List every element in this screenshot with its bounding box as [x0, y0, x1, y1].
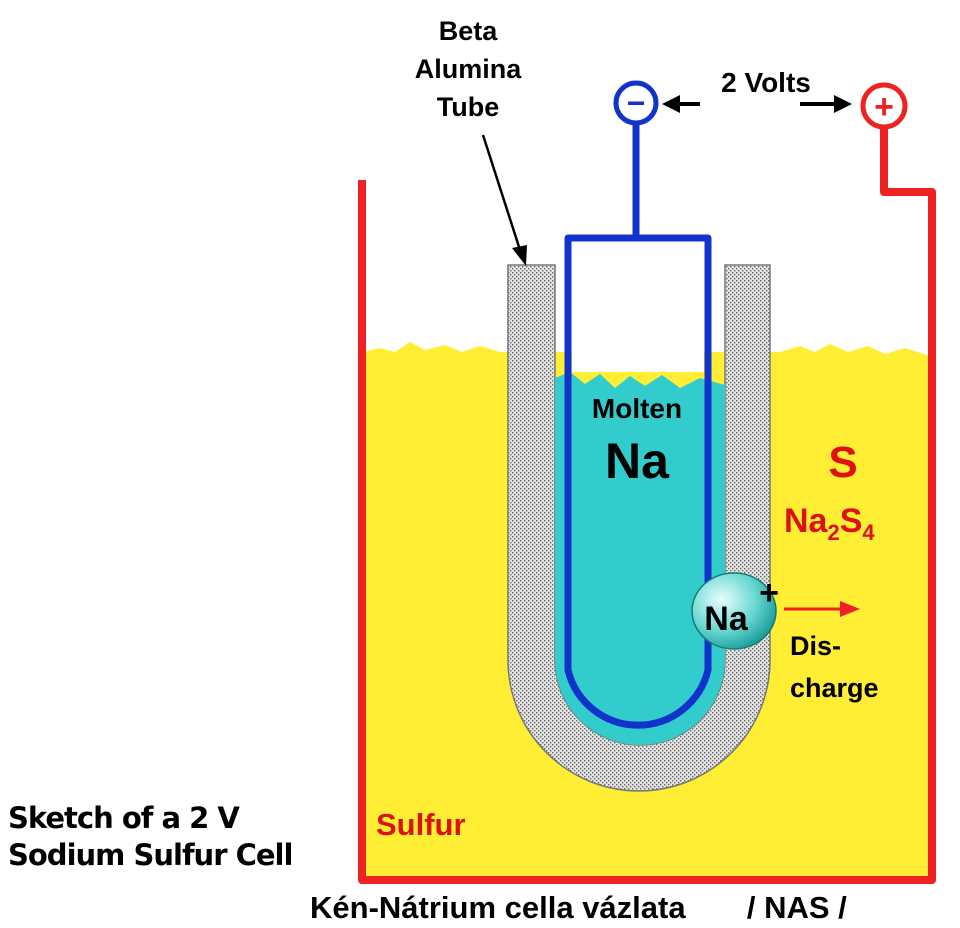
beta-label-line3: Tube [437, 92, 500, 122]
discharge-label-line2: charge [790, 673, 879, 703]
beta-pointer-line [481, 134, 522, 251]
polysulfide-formula: Na2S4 [784, 502, 875, 545]
diagram-caption: Sketch of a 2 V Sodium Sulfur Cell [8, 800, 293, 874]
polysulfide-sub1: 2 [827, 520, 839, 545]
voltage-label: 2 Volts [721, 67, 811, 98]
footer-nas-tag: / NAS / [746, 890, 847, 925]
discharge-label-line1: Dis- [790, 631, 841, 661]
negative-terminal-sign: − [627, 85, 646, 121]
sodium-ion-label: Na [704, 600, 749, 638]
cell-container [358, 128, 936, 884]
footer-hungarian-title: Kén-Nátrium cella vázlata [310, 890, 686, 925]
polysulfide-sub2: 4 [862, 520, 875, 545]
caption-line1: Sketch of a 2 V [8, 801, 240, 835]
molten-na-label: Na [605, 433, 670, 489]
sodium-ion [691, 572, 777, 650]
polysulfide-s: S [840, 502, 863, 540]
beta-label-line2: Alumina [415, 54, 522, 84]
negative-terminal-icon [613, 80, 659, 126]
sulfur-label: Sulfur [376, 807, 466, 842]
sulfur-symbol: S [828, 438, 857, 487]
footer-caption: Kén-Nátrium cella vázlata / NAS / [310, 890, 847, 926]
anode-container [564, 234, 712, 729]
polysulfide-na: Na [784, 502, 829, 540]
positive-terminal-icon [860, 82, 908, 130]
positive-terminal-sign: + [874, 88, 894, 126]
caption-line2: Sodium Sulfur Cell [8, 838, 293, 872]
sodium-ion-charge: + [759, 574, 779, 612]
beta-label-line1: Beta [439, 16, 499, 46]
molten-label: Molten [592, 393, 682, 424]
molten-sodium [555, 372, 725, 745]
